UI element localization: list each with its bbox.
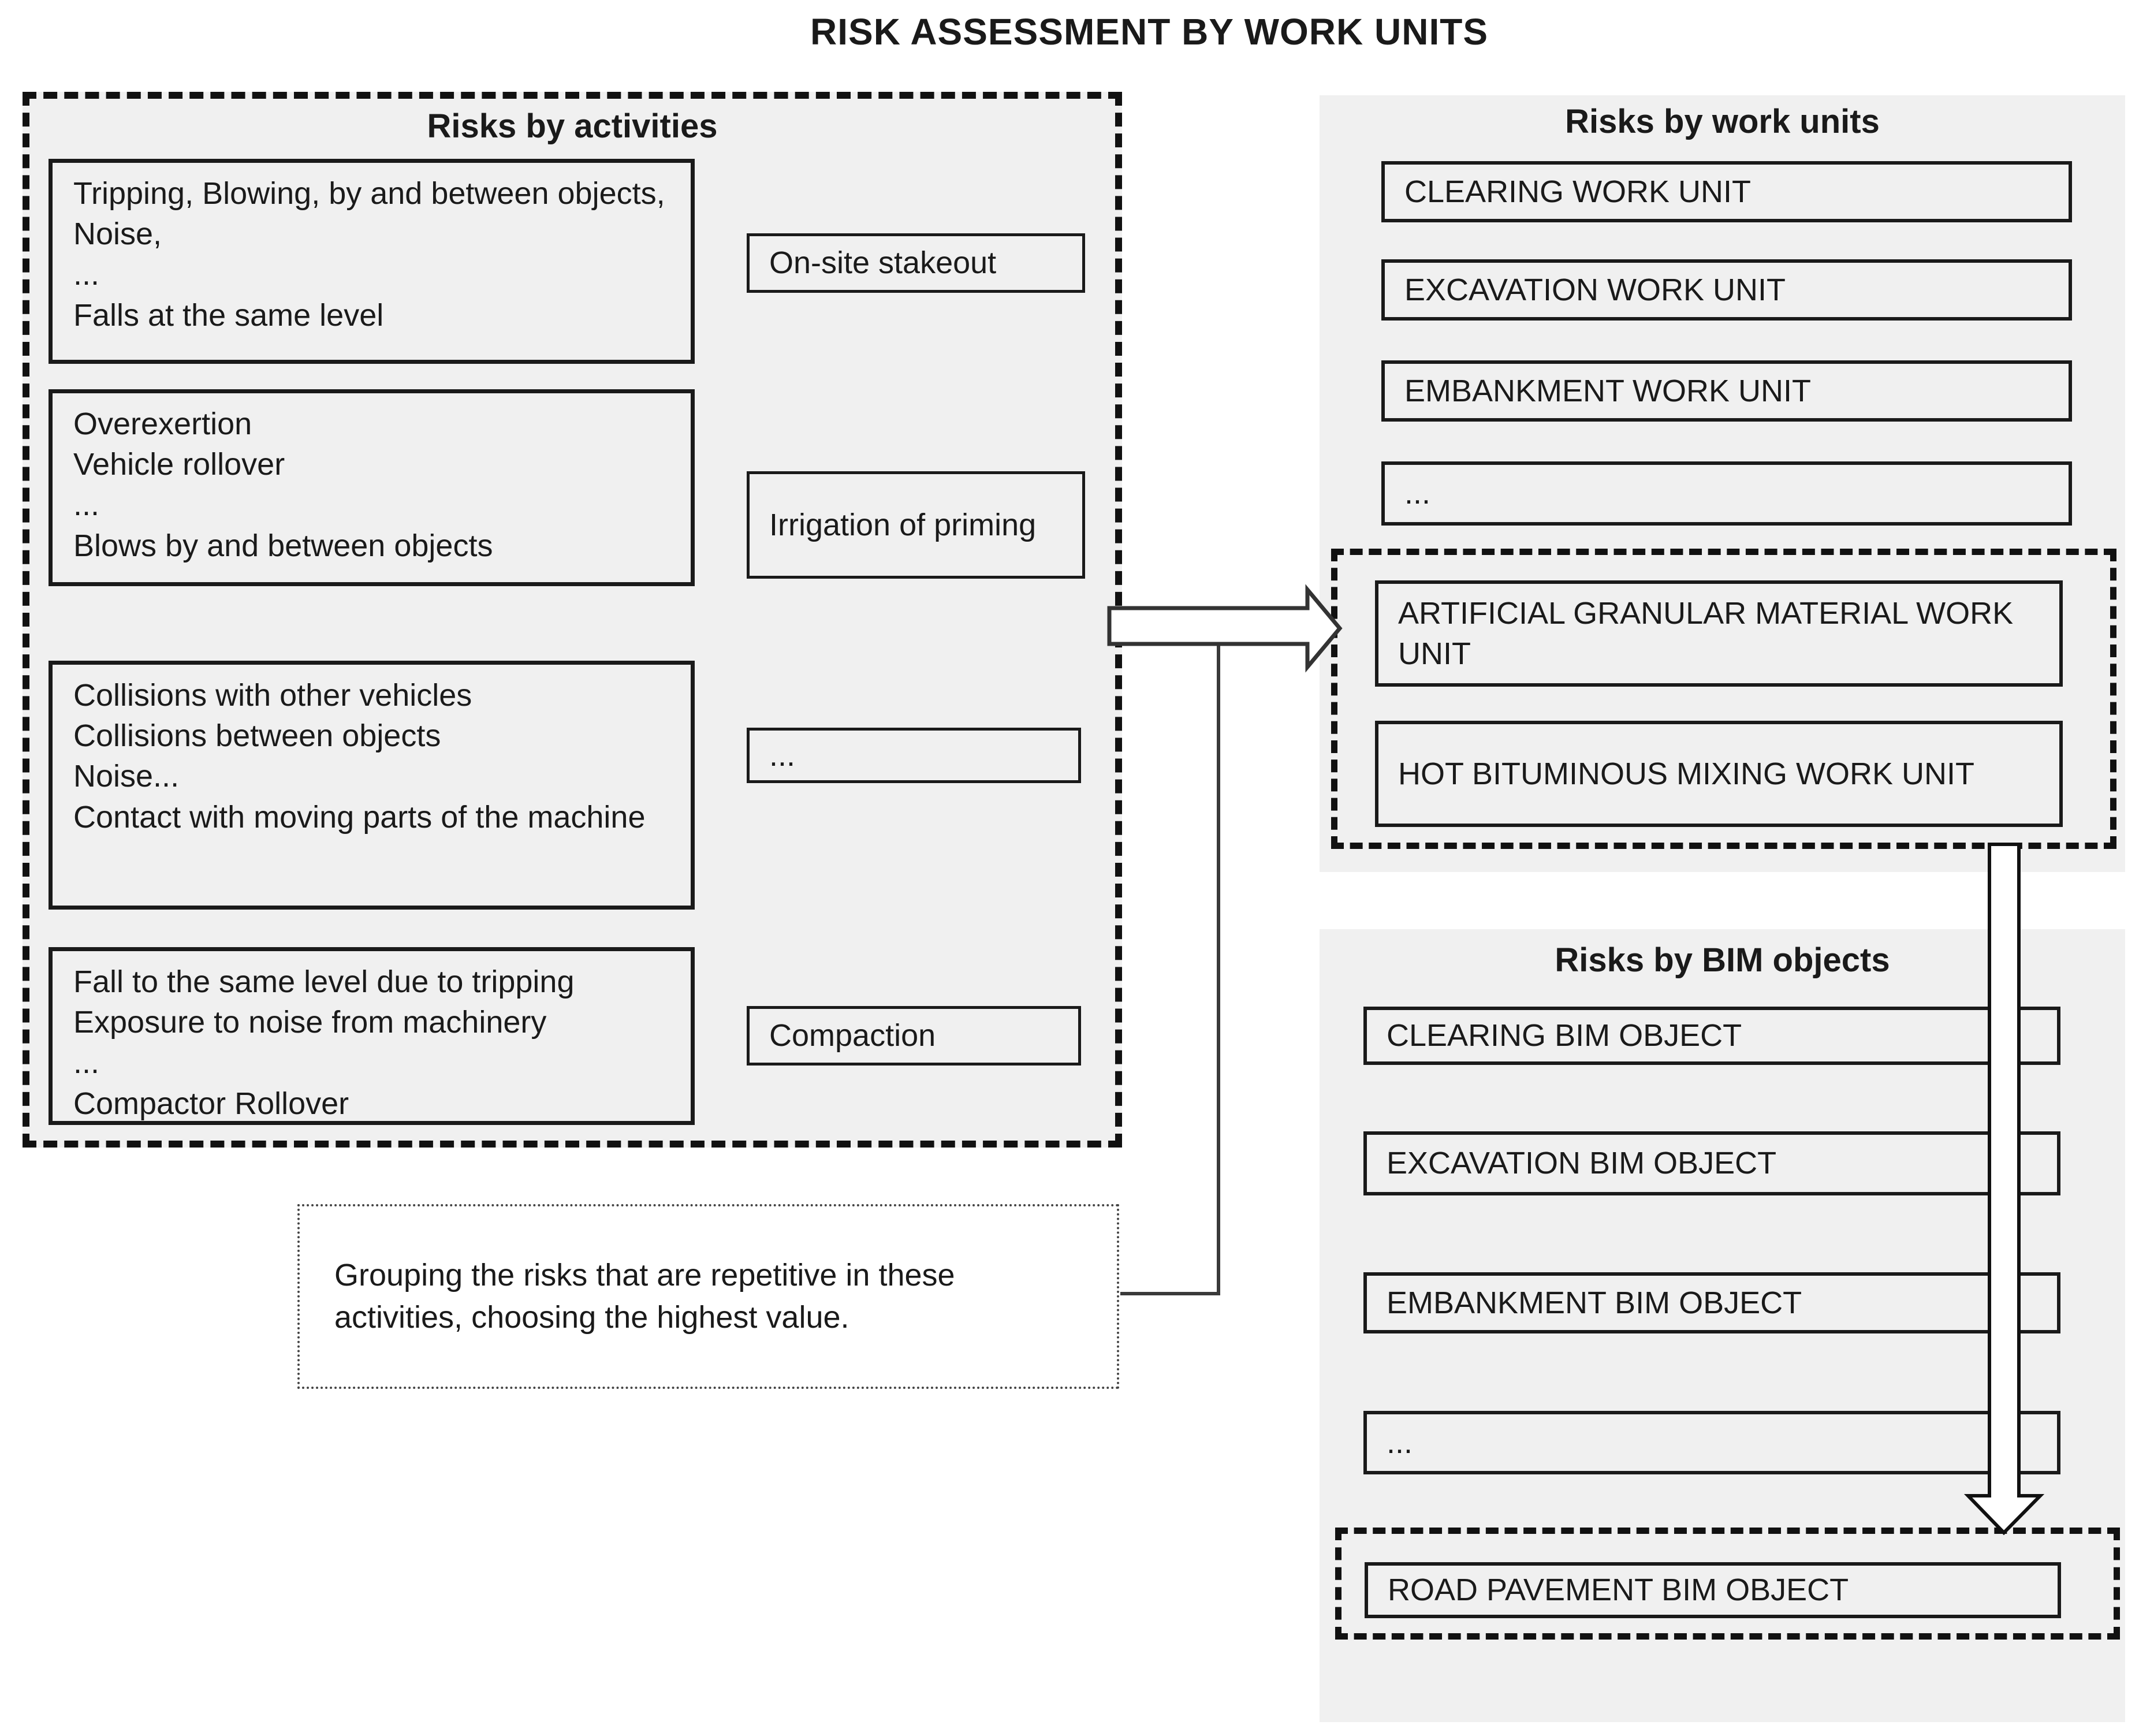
grouped-work-units-container: ARTIFICIAL GRANULAR MATERIAL WORK UNIT H… <box>1331 549 2116 849</box>
bim-object-ellipsis: ... <box>1363 1411 2060 1474</box>
note-connector-line <box>1120 641 1220 1295</box>
work-units-panel: Risks by work units CLEARING WORK UNIT E… <box>1320 95 2125 872</box>
activity-label-compaction: Compaction <box>747 1006 1081 1066</box>
highlighted-bim-object-container: ROAD PAVEMENT BIM OBJECT <box>1335 1528 2120 1640</box>
note-text: Grouping the risks that are repetitive i… <box>334 1258 955 1335</box>
work-unit-embankment: EMBANKMENT WORK UNIT <box>1381 360 2072 422</box>
risk-box-irrigation: Overexertion Vehicle rollover ... Blows … <box>49 389 695 586</box>
activity-label-irrigation-of-priming: Irrigation of priming <box>747 471 1085 579</box>
flow-arrow-right-icon <box>1107 584 1343 673</box>
activity-label-ellipsis: ... <box>747 728 1081 783</box>
work-unit-hot-bituminous-mixing: HOT BITUMINOUS MIXING WORK UNIT <box>1375 721 2063 827</box>
note-box: Grouping the risks that are repetitive i… <box>297 1204 1119 1389</box>
work-unit-clearing: CLEARING WORK UNIT <box>1381 161 2072 222</box>
work-unit-excavation: EXCAVATION WORK UNIT <box>1381 259 2072 321</box>
activities-panel-title: Risks by activities <box>427 107 718 145</box>
risk-box-machinery: Collisions with other vehicles Collision… <box>49 661 695 910</box>
bim-panel: Risks by BIM objects CLEARING BIM OBJECT… <box>1320 929 2125 1722</box>
risk-box-stakeout: Tripping, Blowing, by and between object… <box>49 159 695 364</box>
work-unit-artificial-granular-material: ARTIFICIAL GRANULAR MATERIAL WORK UNIT <box>1375 580 2063 687</box>
page-title: RISK ASSESSMENT BY WORK UNITS <box>810 11 1488 53</box>
work-unit-ellipsis: ... <box>1381 461 2072 526</box>
bim-object-excavation: EXCAVATION BIM OBJECT <box>1363 1131 2060 1195</box>
bim-panel-title: Risks by BIM objects <box>1555 941 1890 979</box>
activity-label-on-site-stakeout: On-site stakeout <box>747 233 1085 293</box>
bim-object-embankment: EMBANKMENT BIM OBJECT <box>1363 1272 2060 1333</box>
bim-object-clearing: CLEARING BIM OBJECT <box>1363 1007 2060 1065</box>
bim-object-road-pavement: ROAD PAVEMENT BIM OBJECT <box>1365 1562 2061 1618</box>
risk-box-compaction: Fall to the same level due to tripping E… <box>49 947 695 1125</box>
activities-panel: Risks by activities Tripping, Blowing, b… <box>23 92 1122 1148</box>
work-units-panel-title: Risks by work units <box>1565 103 1880 140</box>
